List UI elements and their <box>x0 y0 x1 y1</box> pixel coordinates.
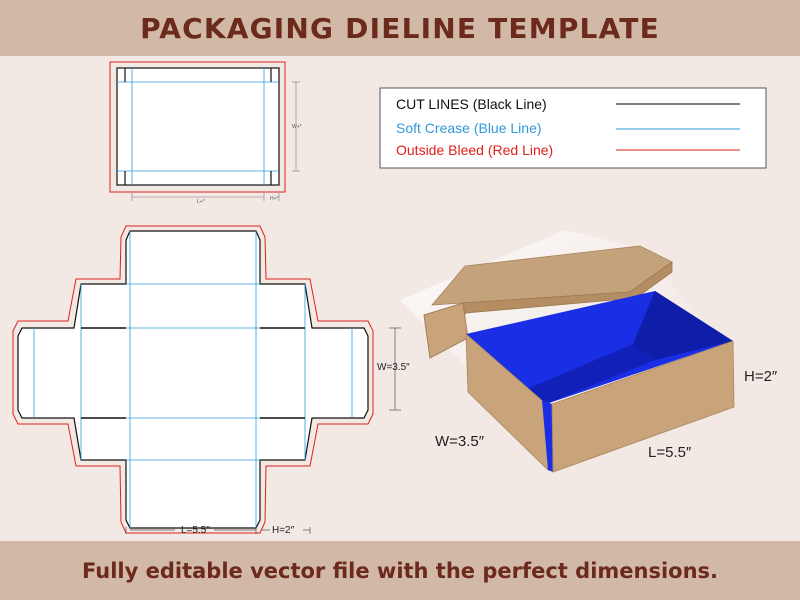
box-3d: H=2″ W=3.5″ L=5.5″ <box>400 230 778 473</box>
legend-cut-label: CUT LINES (Black Line) <box>396 96 547 112</box>
main-dieline-panels <box>17 230 369 529</box>
main-dieline-bleed <box>12 225 374 534</box>
box-interior-floor <box>520 344 655 404</box>
small-dieline-bleed <box>109 61 286 193</box>
legend-crease-label: Soft Crease (Blue Line) <box>396 120 542 136</box>
box-length-label: L=5.5″ <box>648 444 692 461</box>
small-dieline-corner-cuts <box>124 68 272 185</box>
footer-text: Fully editable vector file with the perf… <box>81 558 719 583</box>
main-length-label: L=5.5″ <box>181 525 210 536</box>
small-height-label: H+* <box>270 196 279 202</box>
box-front-wall <box>551 340 735 473</box>
box-height-label: H=2″ <box>744 368 778 385</box>
small-dieline: W+* L+* H+* <box>109 61 302 205</box>
footer-banner: Fully editable vector file with the perf… <box>0 541 800 600</box>
legend-box: CUT LINES (Black Line) Soft Crease (Blue… <box>379 87 767 169</box>
small-length-label: L+* <box>197 199 205 205</box>
small-dieline-cut <box>116 67 280 186</box>
box-left-edge <box>542 400 553 472</box>
main-dieline: W=3.5″ L=5.5″ H=2″ <box>12 225 410 536</box>
main-dieline-notches <box>81 327 305 419</box>
page-title: PACKAGING DIELINE TEMPLATE <box>140 11 660 45</box>
box-width-label: W=3.5″ <box>435 433 485 450</box>
main-height-label: H=2″ <box>272 525 295 536</box>
small-dieline-dimensions <box>131 81 300 201</box>
main-dieline-dimensions <box>125 327 401 534</box>
legend-bleed-label: Outside Bleed (Red Line) <box>396 142 553 158</box>
small-dieline-creases <box>117 68 279 185</box>
header-banner: PACKAGING DIELINE TEMPLATE <box>0 0 800 56</box>
small-width-label: W+* <box>292 124 302 130</box>
box-interior-back <box>633 291 733 360</box>
main-width-label: W=3.5″ <box>377 362 410 373</box>
